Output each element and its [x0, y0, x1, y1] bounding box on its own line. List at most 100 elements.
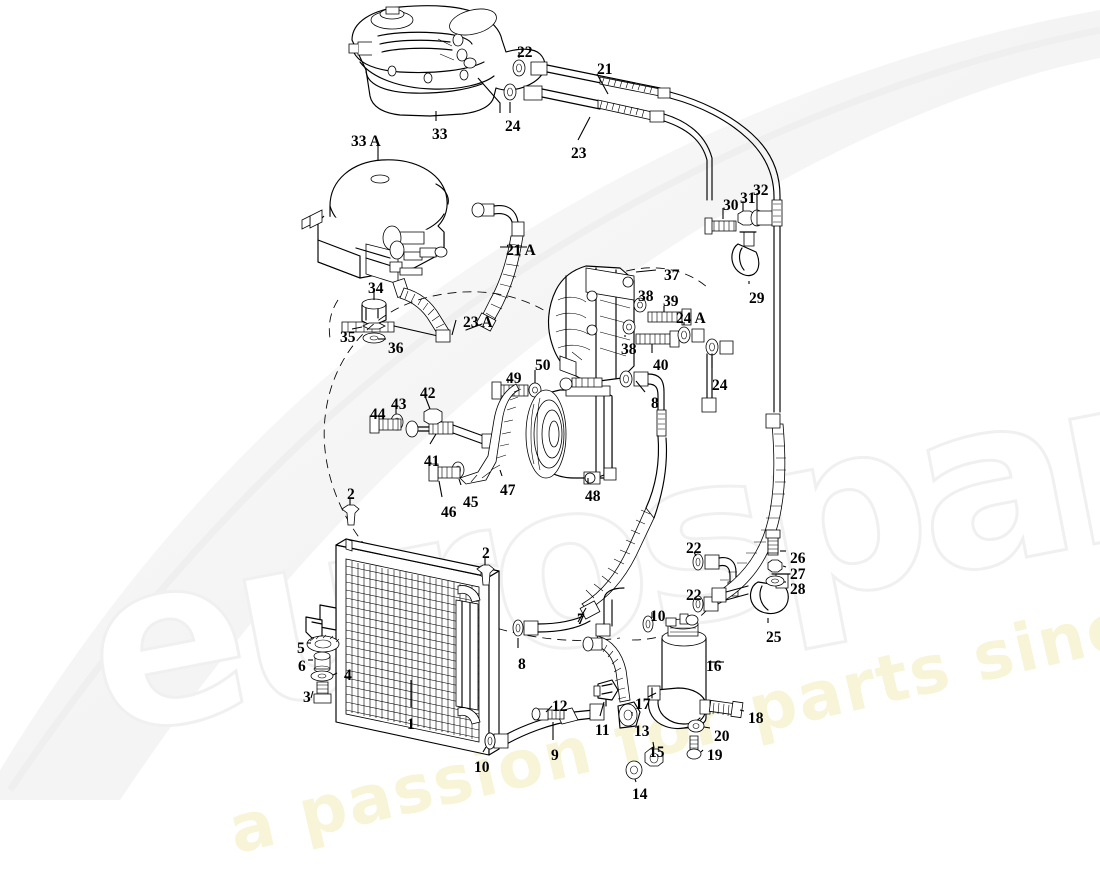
- callout-c27: 27: [790, 566, 806, 583]
- part-27-nut: [767, 559, 783, 573]
- part-14-washer: [625, 760, 643, 780]
- part-15-nut: [644, 748, 664, 767]
- callout-c16: 16: [706, 658, 722, 675]
- callout-c12: 12: [552, 698, 568, 715]
- callout-c25: 25: [766, 629, 782, 646]
- callout-c17: 17: [635, 696, 651, 713]
- callout-c49: 49: [506, 370, 522, 387]
- callout-c41: 41: [424, 453, 440, 470]
- callout-c8b: 8: [651, 395, 659, 412]
- part-30-bolt: [704, 217, 737, 235]
- callout-c19: 19: [707, 747, 723, 764]
- part-11-switch: [593, 679, 619, 707]
- assembly-outline: [323, 291, 621, 641]
- callout-c15: 15: [649, 744, 665, 761]
- part-6-bush: [313, 651, 331, 673]
- callout-c26: 26: [790, 550, 806, 567]
- part-46-bolt: [428, 463, 461, 482]
- part-42-nut: [423, 408, 443, 425]
- part-24a-seal: [677, 326, 705, 344]
- callout-c20: 20: [714, 728, 730, 745]
- callout-c46: 46: [441, 504, 457, 521]
- part-7-hose: [579, 435, 668, 620]
- part-compressor: [525, 377, 617, 485]
- part-32-washer: [750, 209, 774, 227]
- part-36-washer: [362, 332, 386, 344]
- callout-c3: 3: [303, 689, 311, 706]
- part-35-nut: [362, 322, 386, 330]
- callout-c22c: 22: [686, 587, 702, 604]
- part-40-bolt: [635, 330, 680, 348]
- callout-c14: 14: [632, 786, 648, 803]
- part-21-hose: [530, 61, 781, 198]
- callout-c24a: 24: [505, 118, 521, 135]
- part-22-seal: [512, 59, 526, 77]
- hose-right-braided: [711, 413, 786, 605]
- part-13-fitting: [617, 701, 641, 729]
- part-2-rivet-left: [341, 504, 360, 526]
- callout-c18: 18: [748, 710, 764, 727]
- tube-right-upper: [771, 195, 783, 413]
- callout-c30: 30: [723, 197, 739, 214]
- callout-c24b: 24: [712, 377, 728, 394]
- callout-c4: 4: [344, 667, 352, 684]
- part-23-hose: [523, 85, 713, 201]
- part-24-seal: [503, 83, 517, 101]
- part-17-clamp: [647, 685, 711, 730]
- part-21a-hose: [465, 202, 525, 332]
- part-44-bolt: [369, 415, 402, 434]
- callout-c8a: 8: [518, 656, 526, 673]
- callout-c38a: 38: [638, 288, 654, 305]
- callout-c48: 48: [585, 488, 601, 505]
- callout-c6: 6: [298, 658, 306, 675]
- callout-c32: 32: [753, 182, 769, 199]
- part-23a-hose: [341, 278, 451, 343]
- callout-c36: 36: [388, 340, 404, 357]
- part-37-bracket: [547, 265, 635, 383]
- line-art: [301, 5, 791, 783]
- callout-c11: 11: [595, 722, 610, 739]
- callout-c42: 42: [420, 385, 436, 402]
- callout-c33: 33: [432, 126, 448, 143]
- part-41-line: [405, 420, 497, 449]
- callout-c39: 39: [663, 293, 679, 310]
- part-5-nut: [306, 634, 340, 653]
- part-26-bolt: [765, 529, 781, 556]
- callout-c21: 21: [597, 61, 613, 78]
- callout-c23: 23: [571, 145, 587, 162]
- part-34-clamp: [361, 298, 387, 327]
- callout-c35: 35: [340, 329, 356, 346]
- callout-c23a: 23 A: [463, 314, 493, 331]
- callout-c22b: 22: [686, 540, 702, 557]
- callout-c9: 9: [551, 747, 559, 764]
- callout-c33a: 33 A: [351, 133, 381, 150]
- part-8-seal-upper: [619, 370, 667, 437]
- callout-c13: 13: [634, 723, 650, 740]
- callout-c22a: 22: [517, 44, 533, 61]
- part-10-seal-lower: [484, 732, 496, 750]
- part-24-seal: [705, 338, 734, 356]
- parts-diagram-canvas: eurospares a passion for parts since 198…: [0, 5, 1100, 869]
- callout-c2a: 2: [347, 486, 355, 503]
- callout-c28: 28: [790, 581, 806, 598]
- callout-c44: 44: [370, 406, 386, 423]
- part-1-condenser: [305, 538, 500, 756]
- part-12-valve: [531, 707, 565, 721]
- callout-c5: 5: [297, 640, 305, 657]
- part-38-washer-lower: [622, 319, 636, 335]
- callout-c34: 34: [368, 280, 384, 297]
- callout-c10b: 10: [650, 608, 666, 625]
- callout-c38b: 38: [621, 341, 637, 358]
- callout-c2b: 2: [482, 545, 490, 562]
- part-10-seal-upper: [642, 615, 654, 633]
- callout-c50: 50: [535, 357, 551, 374]
- part-33-housing: [348, 5, 546, 117]
- part-4-washer: [310, 670, 334, 682]
- callout-c29: 29: [749, 290, 765, 307]
- part-33a-blower: [301, 159, 449, 285]
- callout-c7: 7: [577, 611, 585, 628]
- part-8-seal-lower: [512, 613, 591, 637]
- callout-c31: 31: [740, 190, 756, 207]
- part-29-clip: [731, 231, 760, 277]
- callout-c24A: 24 A: [676, 310, 706, 327]
